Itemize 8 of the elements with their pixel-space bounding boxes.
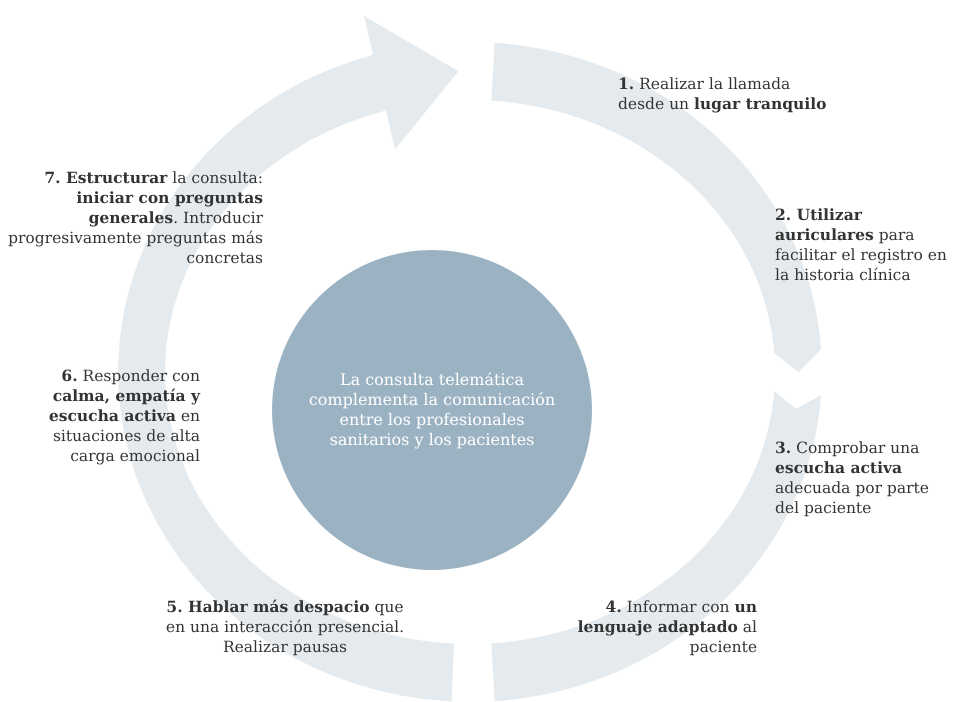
step-text: 2. Utilizar auriculares para facilitar el registro en la historia clínica xyxy=(775,205,961,285)
step-text: 1. Realizar la llamada desde un lugar tranquilo xyxy=(618,74,828,114)
step-text: 6. Responder con calma, empatía y escucha activa en situaciones de alta carga emocional xyxy=(10,366,200,466)
center-text: La consulta telemática complementa la comunicación entre los profesionales sanitarios y los pacientes xyxy=(308,370,556,450)
step-text: 5. Hablar más despacio que en una interacción presencial. Realizar pausas xyxy=(160,597,410,657)
step-text: 4. Informar con un lenguaje adaptado al paciente xyxy=(545,597,757,657)
step-text: 7. Estructurar la consulta: iniciar con preguntas generales. Introducir progresivamente preguntas más concretas xyxy=(5,168,263,268)
step-text: 3. Comprobar una escucha activa adecuada por parte del paciente xyxy=(775,438,955,518)
